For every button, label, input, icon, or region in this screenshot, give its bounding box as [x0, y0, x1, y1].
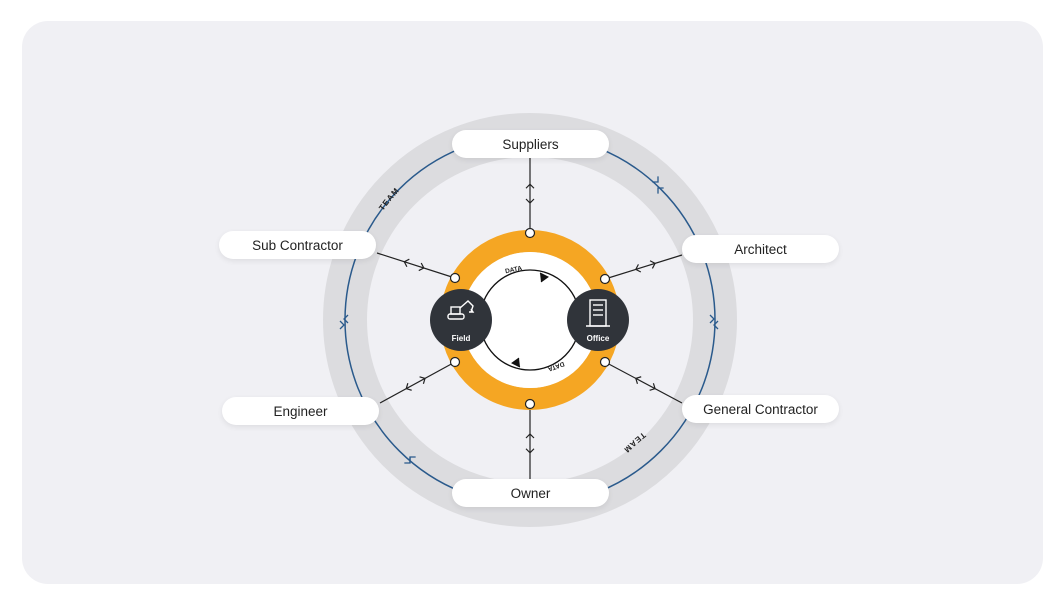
- node-owner[interactable]: Owner: [452, 479, 609, 507]
- connectors: [376, 158, 683, 479]
- connector-line: [604, 361, 683, 404]
- data-arrow-icon: [511, 357, 521, 368]
- node-label: Engineer: [273, 403, 328, 419]
- node-suppliers[interactable]: Suppliers: [452, 130, 609, 158]
- team-arrow-icon: [657, 187, 664, 194]
- team-arrow-icon: [339, 320, 345, 330]
- data-arrow-icon: [539, 272, 549, 283]
- team-arrow-icon: [713, 320, 719, 330]
- connection-dot: [599, 356, 611, 368]
- arrow-in-icon: [525, 198, 535, 204]
- arrow-out-icon: [403, 258, 410, 268]
- team-arrow-icon: [343, 314, 349, 324]
- building-icon: [586, 299, 610, 327]
- arrow-in-icon: [418, 262, 425, 272]
- connector-line: [379, 361, 456, 404]
- arrow-out-icon: [405, 383, 412, 391]
- hub-field[interactable]: Field: [430, 289, 492, 351]
- node-label: Architect: [734, 241, 787, 257]
- arrow-out-icon: [649, 260, 656, 269]
- team-arrows: [339, 176, 719, 464]
- arrow-in-icon: [635, 376, 642, 384]
- hub-office-label: Office: [587, 334, 610, 343]
- node-engineer[interactable]: Engineer: [222, 397, 379, 425]
- connection-dot: [449, 272, 461, 284]
- arrow-out-icon: [525, 183, 535, 189]
- connection-dot: [524, 398, 536, 410]
- connector-line: [604, 254, 683, 280]
- node-architect[interactable]: Architect: [682, 235, 839, 263]
- hub-field-label: Field: [452, 334, 471, 343]
- connector-line: [376, 252, 456, 279]
- arrow-out-icon: [525, 448, 535, 454]
- connection-dot: [524, 227, 536, 239]
- hub-office[interactable]: Office: [567, 289, 629, 351]
- node-label: General Contractor: [703, 401, 818, 417]
- connection-dot: [599, 273, 611, 285]
- excavator-icon: [447, 300, 475, 320]
- team-arrow-icon: [709, 314, 715, 324]
- arrow-in-icon: [634, 264, 642, 273]
- node-label: Owner: [510, 485, 551, 501]
- arrow-out-icon: [649, 383, 656, 391]
- node-label: Sub Contractor: [252, 237, 343, 253]
- connection-points: [449, 227, 611, 410]
- team-arrow-icon: [404, 457, 411, 464]
- data-core: [462, 252, 598, 388]
- node-general-contractor[interactable]: General Contractor: [682, 395, 839, 423]
- team-arrow-icon: [652, 176, 659, 183]
- connection-dot: [449, 356, 461, 368]
- node-sub-contractor[interactable]: Sub Contractor: [219, 231, 376, 259]
- arrow-in-icon: [525, 433, 535, 439]
- node-label: Suppliers: [502, 136, 559, 152]
- arrow-in-icon: [419, 376, 426, 384]
- data-label-top: DATA: [505, 265, 523, 275]
